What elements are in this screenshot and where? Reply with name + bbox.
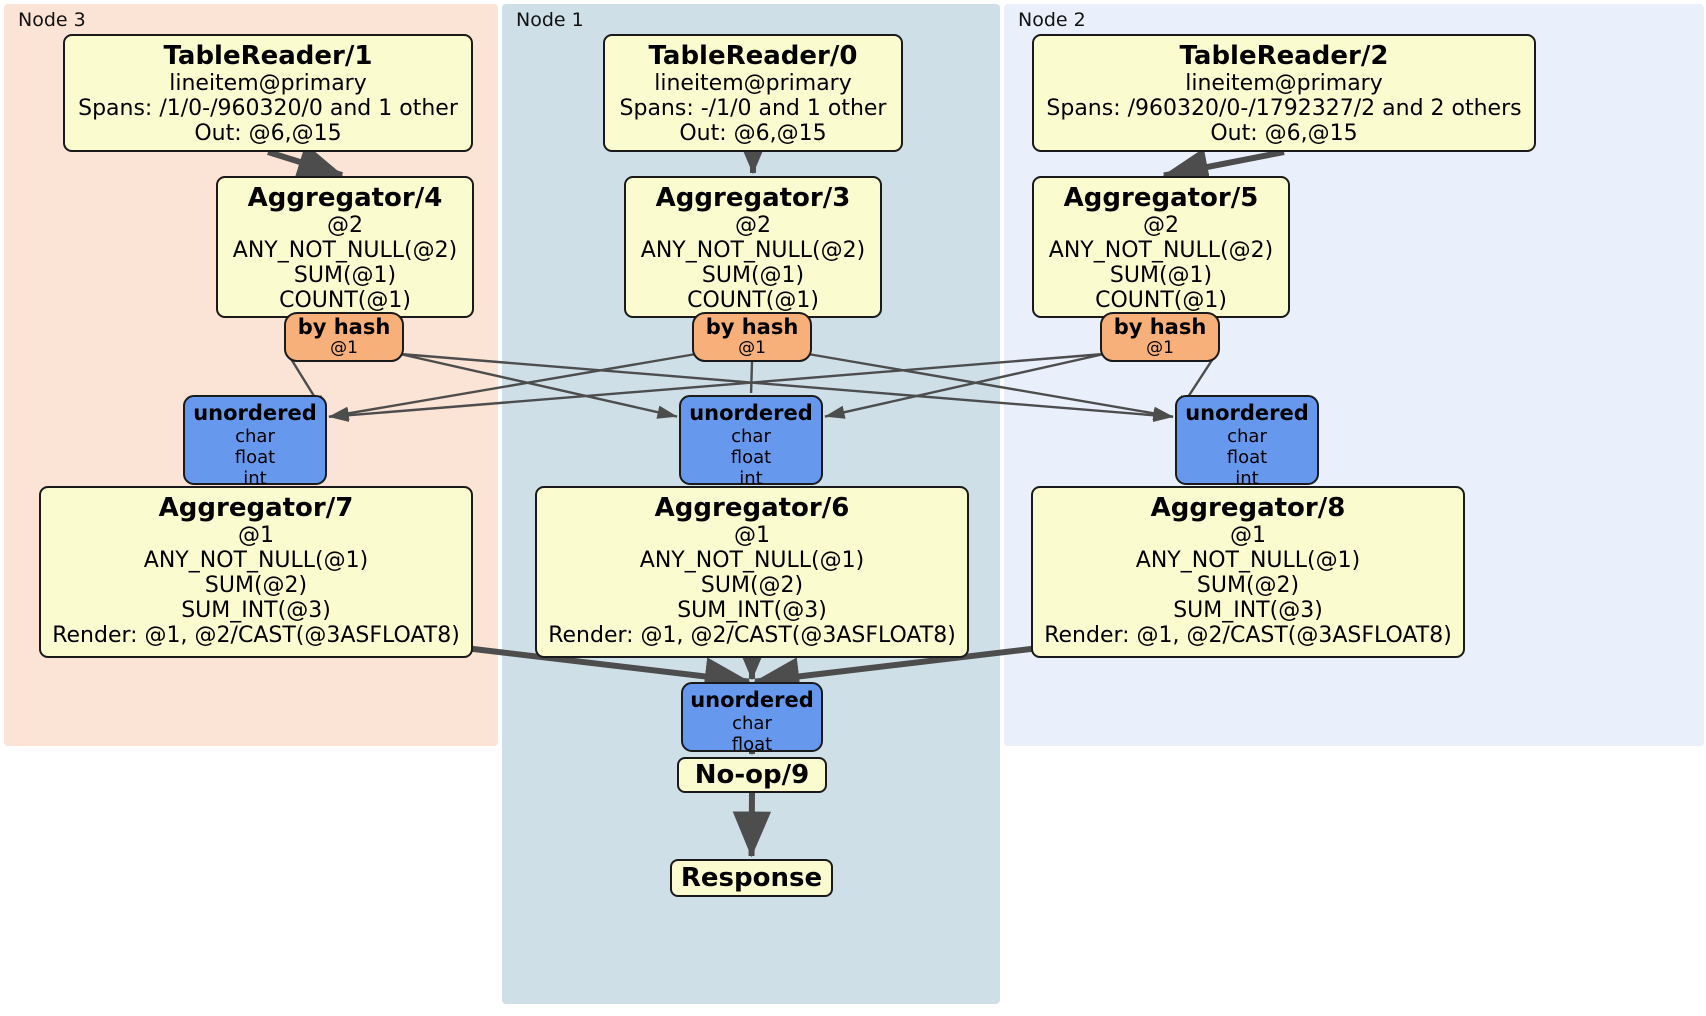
processor-title: Aggregator/7	[158, 493, 354, 523]
synchronizer-type-line: char	[235, 425, 275, 447]
processor-detail-line: @1	[238, 523, 274, 549]
synchronizer-type-line: float	[1226, 447, 1268, 469]
processor-detail-line: SUM(@1)	[701, 263, 805, 289]
node-panel-label-node1: Node 1	[516, 9, 584, 31]
processor-detail-line: @2	[1143, 213, 1179, 239]
box-title: No-op/9	[694, 760, 810, 790]
processor-detail-line: Render: @1, @2/CAST(@3ASFLOAT8)	[1044, 623, 1452, 649]
processor-detail-line: ANY_NOT_NULL(@1)	[1135, 548, 1361, 574]
processor-detail-line: @2	[327, 213, 363, 239]
box-title: Response	[680, 863, 823, 893]
processor-detail-line: Spans: /960320/0-/1792327/2 and 2 others	[1046, 96, 1522, 122]
processor-detail-line: lineitem@primary	[654, 71, 852, 97]
synchronizer-type-line: char	[1227, 425, 1267, 447]
processor-detail-line: Out: @6,@15	[194, 121, 342, 147]
synchronizer-title: unordered	[1185, 401, 1309, 425]
processor-detail-line: lineitem@primary	[1185, 71, 1383, 97]
router-byhash4[interactable]: by hash@1	[284, 312, 404, 362]
router-detail-line: @1	[330, 338, 358, 359]
processor-detail-line: Spans: /1/0-/960320/0 and 1 other	[78, 96, 458, 122]
synchronizer-type-line: char	[732, 712, 772, 734]
processor-title: TableReader/0	[648, 41, 858, 71]
synchronizer-type-line: char	[731, 425, 771, 447]
synchronizer-type-line: float	[234, 447, 276, 469]
processor-detail-line: Render: @1, @2/CAST(@3ASFLOAT8)	[52, 623, 460, 649]
processor-detail-line: @2	[735, 213, 771, 239]
processor-detail-line: SUM_INT(@3)	[181, 598, 331, 624]
processor-detail-line: Render: @1, @2/CAST(@3ASFLOAT8)	[548, 623, 956, 649]
processor-title: TableReader/2	[1179, 41, 1389, 71]
processor-title: Aggregator/8	[1150, 493, 1346, 523]
processor-detail-line: ANY_NOT_NULL(@2)	[232, 238, 458, 264]
processor-detail-line: ANY_NOT_NULL(@2)	[640, 238, 866, 264]
processor-detail-line: COUNT(@1)	[1095, 288, 1227, 314]
processor-title: Aggregator/5	[1063, 183, 1259, 213]
synchronizer-type-line: int	[1235, 468, 1259, 490]
processor-detail-line: Spans: -/1/0 and 1 other	[619, 96, 887, 122]
router-title: by hash	[1113, 315, 1207, 340]
processor-detail-line: SUM_INT(@3)	[677, 598, 827, 624]
processor-detail-line: @1	[1230, 523, 1266, 549]
processor-detail-line: ANY_NOT_NULL(@1)	[143, 548, 369, 574]
node-panel-label-node2: Node 2	[1018, 9, 1086, 31]
processor-title: Aggregator/6	[654, 493, 850, 523]
processor-detail-line: lineitem@primary	[169, 71, 367, 97]
box-response[interactable]: Response	[670, 859, 833, 897]
processor-title: TableReader/1	[163, 41, 373, 71]
processor-detail-line: SUM(@2)	[700, 573, 804, 599]
router-detail-line: @1	[1146, 338, 1174, 359]
processor-detail-line: SUM(@1)	[1109, 263, 1213, 289]
synchronizer-title: unordered	[689, 401, 813, 425]
processor-detail-line: @1	[734, 523, 770, 549]
processor-detail-line: SUM_INT(@3)	[1173, 598, 1323, 624]
synchronizer-type-line: int	[243, 468, 267, 490]
router-title: by hash	[705, 315, 799, 340]
router-title: by hash	[297, 315, 391, 340]
router-byhash3[interactable]: by hash@1	[692, 312, 812, 362]
processor-detail-line: SUM(@2)	[1196, 573, 1300, 599]
node-panel-label-node3: Node 3	[18, 9, 86, 31]
processor-detail-line: ANY_NOT_NULL(@2)	[1048, 238, 1274, 264]
synchronizer-title: unordered	[690, 688, 814, 712]
processor-detail-line: COUNT(@1)	[687, 288, 819, 314]
processor-detail-line: COUNT(@1)	[279, 288, 411, 314]
processor-detail-line: Out: @6,@15	[679, 121, 827, 147]
box-noop9[interactable]: No-op/9	[677, 757, 827, 793]
synchronizer-type-line: float	[730, 447, 772, 469]
processor-title: Aggregator/4	[247, 183, 443, 213]
processor-detail-line: ANY_NOT_NULL(@1)	[639, 548, 865, 574]
router-detail-line: @1	[738, 338, 766, 359]
synchronizer-title: unordered	[193, 401, 317, 425]
processor-title: Aggregator/3	[655, 183, 851, 213]
processor-detail-line: SUM(@2)	[204, 573, 308, 599]
processor-detail-line: Out: @6,@15	[1210, 121, 1358, 147]
synchronizer-type-line: int	[739, 468, 763, 490]
synchronizer-type-line: float	[731, 734, 773, 756]
router-byhash5[interactable]: by hash@1	[1100, 312, 1220, 362]
processor-detail-line: SUM(@1)	[293, 263, 397, 289]
